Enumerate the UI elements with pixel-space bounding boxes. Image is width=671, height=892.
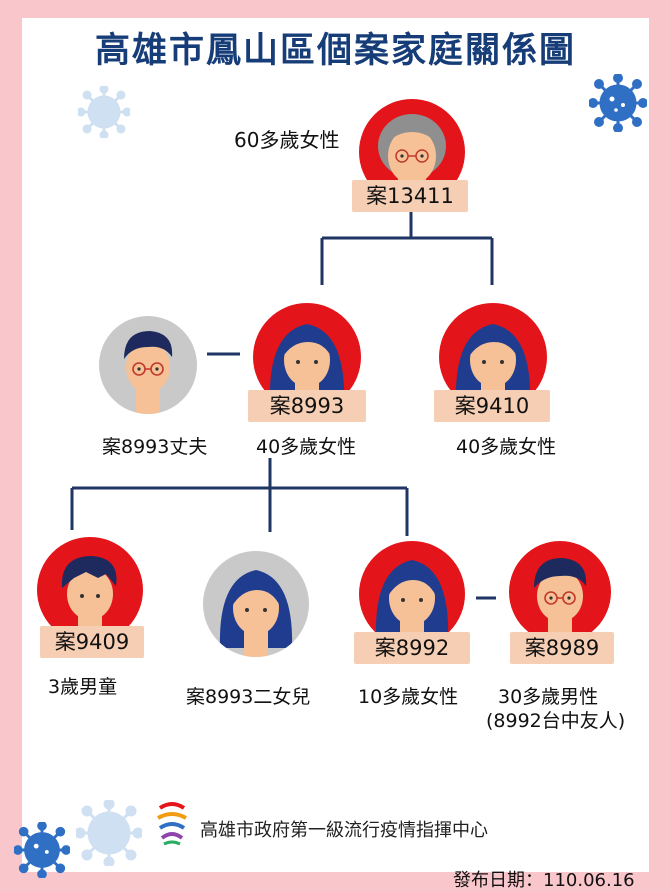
label-8989: 30多歲男性 [498,686,599,708]
virus-icon-dark-top [589,74,647,132]
case-box-13411: 案13411 [352,180,468,212]
label-grandmother: 60多歲女性 [234,128,340,152]
avatar-9410 [439,303,547,411]
virus-icon-light-bottom [76,800,142,866]
label-daughter2: 案8993二女兒 [186,686,311,708]
avatar-8989 [509,541,611,643]
white-panel [22,18,649,872]
label-9410: 40多歲女性 [456,436,557,458]
org-name: 高雄市政府第一級流行疫情指揮中心 [200,820,488,841]
virus-icon-light-top [78,86,130,138]
avatar-daughter2 [203,551,309,657]
label-husband: 案8993丈夫 [102,436,208,458]
case-box-8992: 案8992 [354,632,470,664]
avatar-husband [99,316,197,414]
case-box-9410: 案9410 [434,390,550,422]
label-8989-note: (8992台中友人) [486,710,626,732]
avatar-8992 [359,541,465,647]
avatar-9409 [37,537,143,643]
label-8992: 10多歲女性 [358,686,459,708]
case-box-8993: 案8993 [248,390,366,422]
label-9409: 3歲男童 [48,676,118,698]
kaohsiung-logo-icon [157,802,187,846]
release-date: 發布日期：110.06.16 [453,870,635,891]
case-box-9409: 案9409 [40,626,144,658]
page-title: 高雄市鳳山區個案家庭關係圖 [94,31,576,71]
avatar-grandmother [359,99,465,205]
virus-icon-dark-bottom [14,822,70,878]
case-box-8989: 案8989 [510,632,614,664]
label-8993: 40多歲女性 [256,436,357,458]
